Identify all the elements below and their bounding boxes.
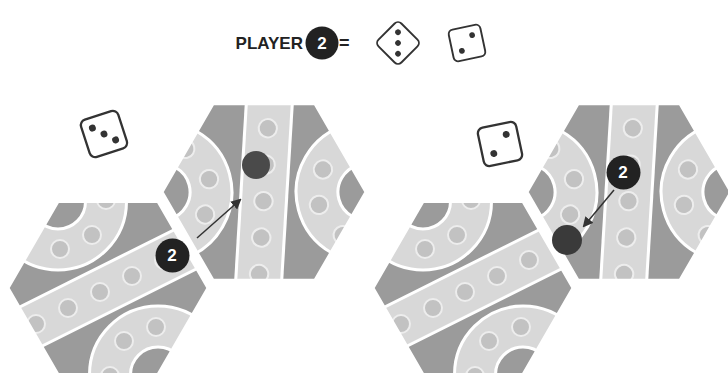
player-number: 2 [305,26,339,60]
equals-sign: = [339,34,350,52]
player-number: 2 [155,238,190,273]
player-token: 2 [606,155,641,190]
player-label: PLAYER [236,35,303,52]
player-number: 2 [606,155,641,190]
player-token: 2 [155,238,190,273]
player-token: 2 [305,26,339,60]
